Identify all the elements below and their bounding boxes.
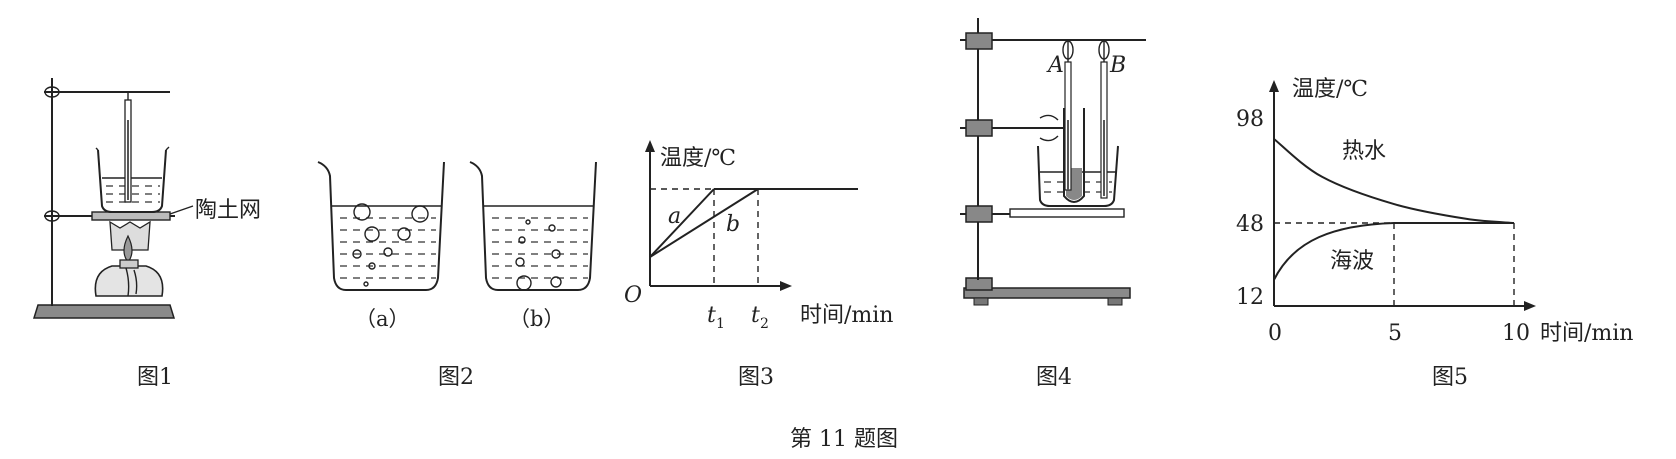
fig4-caption: 图4 — [1036, 365, 1072, 390]
fig1-tripod — [109, 220, 151, 251]
fig1-top-clamp — [44, 86, 60, 98]
fig4-apparatus — [960, 18, 1146, 306]
fig2-beaker-a — [317, 161, 445, 291]
fig1-ring-clamp — [44, 210, 60, 222]
fig3-guides — [650, 188, 759, 286]
fig5-series-hot-water — [1273, 138, 1515, 224]
fig5-series-wax-label: 海波 — [1330, 249, 1374, 274]
fig1-water — [106, 185, 160, 203]
fig4-test-tube — [1063, 108, 1085, 203]
fig3-caption: 图3 — [738, 365, 774, 390]
fig1-gauze — [91, 211, 171, 221]
fig5-xlabel: 时间/min — [1540, 321, 1633, 346]
fig5-axes — [1269, 80, 1536, 311]
fig2a-bubble — [363, 281, 369, 287]
fig3-line-a-label: a — [668, 204, 681, 229]
fig2-beaker-b — [469, 161, 597, 291]
fig4-shelf — [1009, 208, 1125, 218]
fig5-series-hypo — [1273, 222, 1514, 281]
fig2b-bubble — [525, 219, 531, 225]
svg-text:2: 2 — [760, 316, 769, 332]
fig5-x-tick-label: 0 — [1268, 321, 1282, 346]
footer-title: 第 11 题图 — [790, 427, 898, 452]
svg-text:t: t — [751, 303, 760, 328]
fig4-label-B: B — [1109, 53, 1126, 78]
fig2a-bubble — [383, 247, 393, 257]
fig5-y-tick-label: 48 — [1236, 212, 1264, 237]
fig2-caption: 图2 — [438, 365, 474, 390]
fig5-series-hot-label: 热水 — [1342, 139, 1386, 164]
fig5-y-tick-label: 12 — [1236, 285, 1264, 310]
fig1-caption: 图1 — [137, 365, 173, 390]
fig3-tick-t2: t 2 — [751, 303, 769, 332]
fig5-guides — [1274, 222, 1515, 306]
fig4-stand-base — [963, 287, 1131, 299]
fig3-xlabel: 时间/min — [800, 303, 893, 328]
svg-text:1: 1 — [716, 316, 725, 332]
fig3-line-b-label: b — [726, 212, 740, 237]
fig5-y-ticks: 98 48 12 — [1236, 107, 1264, 310]
fig4-label-A: A — [1046, 53, 1064, 78]
fig4-beaker — [1037, 145, 1119, 207]
fig2-label-a: （a） — [355, 307, 410, 331]
fig3-origin: O — [624, 283, 642, 308]
fig1-stand-base — [32, 304, 176, 319]
fig3-axes — [645, 140, 792, 291]
fig3-tick-t1: t 1 — [707, 303, 725, 332]
fig2a-bubble — [368, 262, 376, 270]
fig2b-bubble — [516, 275, 532, 291]
fig5-ylabel: 温度/℃ — [1292, 77, 1368, 102]
fig5-x-tick-label: 5 — [1388, 321, 1402, 346]
fig2b-bubble — [550, 276, 562, 288]
fig2b-bubble — [515, 257, 525, 267]
fig3-line-a — [649, 188, 715, 258]
fig5-x-tick-label: 10 — [1502, 321, 1530, 346]
fig5-y-tick-label: 98 — [1236, 107, 1264, 132]
fig2b-bubble — [548, 224, 556, 232]
fig5-x-ticks: 0 5 10 — [1268, 321, 1530, 346]
fig3-ylabel: 温度/℃ — [660, 146, 736, 171]
fig5-caption: 图5 — [1432, 365, 1468, 390]
fig1-gauze-leader — [169, 205, 194, 215]
fig2-label-b: （b） — [509, 307, 564, 331]
fig1-apparatus — [32, 78, 194, 319]
fig1-gauze-label: 陶土网 — [195, 198, 261, 223]
fig2b-bubble — [518, 236, 526, 244]
fig2a-bubble — [353, 203, 371, 221]
fig2a-bubble — [397, 227, 411, 241]
fig2a-bubble — [352, 249, 362, 259]
fig3-line-b — [649, 188, 759, 258]
fig1-beaker — [97, 149, 167, 213]
svg-text:t: t — [707, 303, 716, 328]
fig2a-bubble — [364, 226, 380, 242]
fig2b-bubble — [551, 249, 561, 259]
fig2a-bubble — [411, 205, 429, 223]
